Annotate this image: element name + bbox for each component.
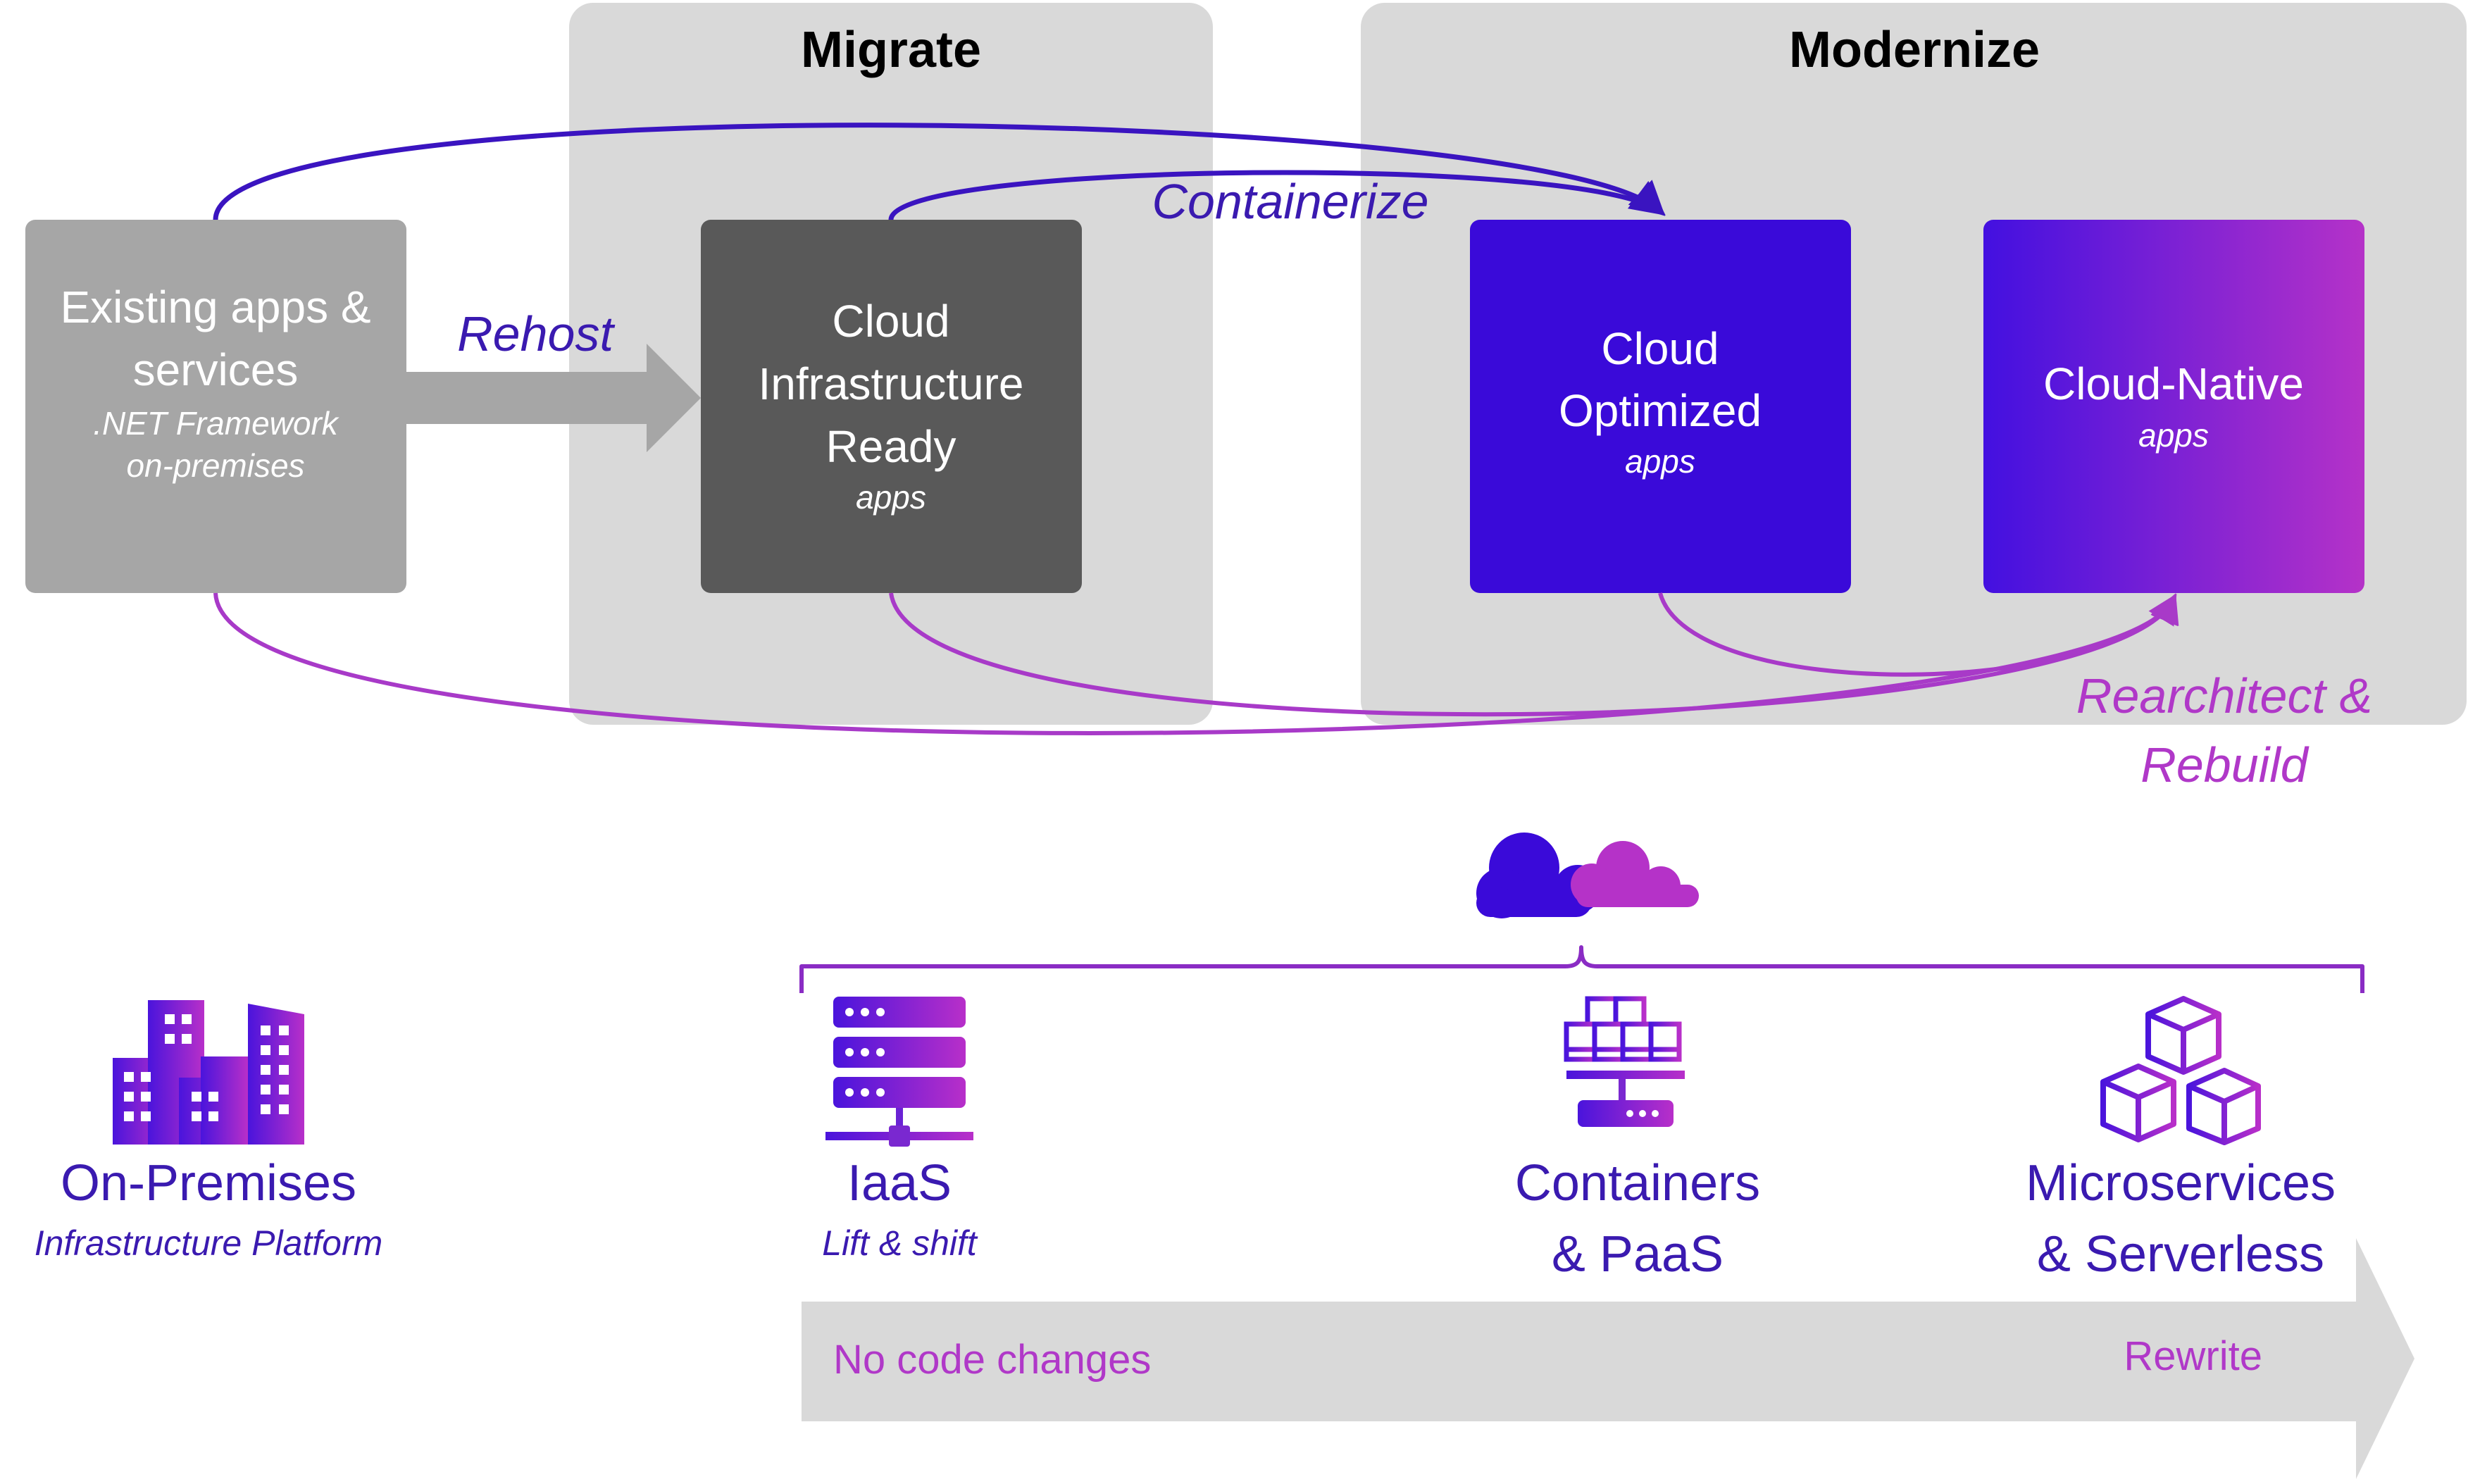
optimized-sub: apps xyxy=(1625,443,1695,480)
infra-sub: apps xyxy=(856,479,926,516)
container-base xyxy=(1566,1071,1685,1127)
existing-title-1: Existing apps & xyxy=(60,282,370,332)
existing-title-2: services xyxy=(133,344,299,395)
scale-left-label: No code changes xyxy=(833,1337,1151,1383)
server-rack-icon xyxy=(825,997,973,1147)
existing-sub-2: on-premises xyxy=(126,447,304,484)
rearchitect-label-1: Rearchitect & xyxy=(2076,668,2372,723)
container-blocks-icon xyxy=(1564,996,1682,1062)
building-windows xyxy=(124,1014,289,1121)
onprem-sub: Infrastructure Platform xyxy=(35,1223,383,1263)
containers-title-1: Containers xyxy=(1515,1155,1760,1211)
containerize-label: Containerize xyxy=(1152,174,1429,229)
scale-right-label: Rewrite xyxy=(2124,1333,2262,1379)
migrate-heading: Migrate xyxy=(801,22,981,78)
cubes-icon xyxy=(2100,996,2261,1145)
platform-brace xyxy=(799,945,2364,993)
infra-title-1: Cloud xyxy=(832,296,949,347)
micro-title-1: Microservices xyxy=(2026,1155,2336,1211)
cloud-optimized-box xyxy=(1470,220,1851,593)
optimized-title-2: Optimized xyxy=(1559,385,1762,436)
modernize-heading: Modernize xyxy=(1789,22,2040,78)
infra-title-2: Infrastructure xyxy=(758,358,1023,409)
cloud-infra-ready-box xyxy=(701,220,1082,593)
iaas-title: IaaS xyxy=(847,1155,952,1211)
containerize-curve xyxy=(888,170,1666,220)
infra-title-3: Ready xyxy=(826,421,956,472)
infra-to-native-curve xyxy=(889,592,2178,717)
native-sub: apps xyxy=(2138,417,2209,454)
iaas-sub: Lift & shift xyxy=(822,1223,978,1263)
existing-apps-box xyxy=(25,220,406,593)
cloud-icon xyxy=(1476,833,1699,918)
rehost-arrow xyxy=(406,344,701,452)
existing-to-optimized-curve xyxy=(213,123,1666,220)
change-scale-arrow xyxy=(802,1238,2414,1479)
onprem-title: On-Premises xyxy=(61,1155,356,1211)
optimized-title-1: Cloud xyxy=(1601,323,1719,374)
rehost-label: Rehost xyxy=(457,306,615,361)
native-title: Cloud-Native xyxy=(2043,358,2304,409)
cloud-native-box xyxy=(1983,220,2364,593)
micro-title-2: & Serverless xyxy=(2037,1226,2324,1283)
containers-title-2: & PaaS xyxy=(1552,1226,1724,1283)
existing-to-native-curve xyxy=(213,592,2179,735)
existing-sub-1: .NET Framework xyxy=(93,405,339,442)
rearchitect-label-2: Rebuild xyxy=(2140,737,2309,792)
